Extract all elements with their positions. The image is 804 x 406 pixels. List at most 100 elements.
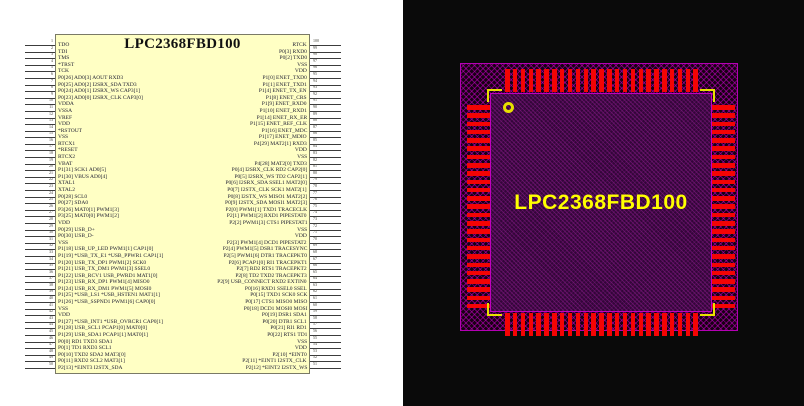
pin-number-right: 98 — [313, 51, 317, 57]
pin-label-right: P4[29] MAT2[1] RXD3 — [254, 140, 307, 147]
pin-wire-right — [310, 308, 341, 310]
pad-top — [614, 69, 620, 92]
pin-wire-right — [310, 302, 341, 304]
pin-wire-left — [25, 91, 55, 93]
pin-wire-right — [310, 203, 341, 205]
footprint-part-label: LPC2368FBD100 — [514, 191, 688, 214]
pin-number-left: 7 — [51, 78, 53, 83]
silkscreen-corner-bottom-left-h — [487, 314, 502, 316]
pin-number-right: 78 — [313, 183, 317, 189]
pin-number-left: 4 — [51, 58, 53, 63]
pin-label-right: P2[5] PWM1[6] DTR1 TRACEPKT0 — [223, 252, 307, 259]
pin-wire-left — [25, 302, 55, 304]
pin-number-left: 15 — [49, 130, 53, 136]
pin-wire-left — [25, 124, 55, 126]
pin-label-right: P2[7] RD2 RTS1 TRACEPKT2 — [236, 265, 307, 272]
pad-right — [712, 287, 735, 292]
pad-bottom — [567, 313, 573, 336]
pin-number-left: 50 — [49, 361, 53, 366]
pin-wire-left — [25, 288, 55, 290]
pin-label-left: *RESET — [58, 146, 78, 153]
pin-number-right: 62 — [313, 288, 317, 294]
pin-label-right: P2[4] PWM1[5] DSR1 TRACESYNC — [222, 245, 307, 252]
pin-number-left: 34 — [49, 256, 53, 261]
pin-number-left: 23 — [49, 183, 53, 189]
pin-number-left: 8 — [51, 84, 53, 90]
pin-number-left: 9 — [51, 91, 53, 96]
pad-right — [712, 279, 735, 284]
pin-wire-right — [310, 64, 341, 66]
pin-number-right: 63 — [313, 282, 317, 287]
pin-wire-left — [25, 308, 55, 310]
pad-left — [467, 221, 490, 226]
pad-right — [712, 196, 735, 201]
pin-number-left: 31 — [49, 236, 53, 241]
pin-wire-right — [310, 269, 341, 271]
pad-bottom — [630, 313, 636, 336]
pad-left — [467, 138, 490, 143]
pin-label-right: RTCK — [292, 41, 307, 48]
pad-right — [712, 237, 735, 243]
pin-number-right: 61 — [313, 295, 317, 301]
pad-top — [505, 69, 510, 92]
pin-label-left: XTAL1 — [58, 179, 75, 186]
pin-number-right: 66 — [313, 262, 317, 268]
pad-bottom — [512, 313, 518, 336]
pin-wire-right — [310, 328, 341, 330]
pad-top — [520, 69, 526, 92]
pin-label-left: P0[29] USB_D+ — [58, 226, 95, 233]
pad-right — [712, 129, 735, 135]
pin-number-left: 42 — [49, 308, 53, 314]
pin-wire-right — [310, 275, 341, 277]
pin-wire-right — [310, 84, 341, 86]
pin-number-left: 17 — [49, 143, 53, 149]
pin-wire-left — [25, 77, 55, 79]
pin-wire-left — [25, 368, 55, 369]
pad-right — [712, 105, 735, 110]
pin-number-right: 97 — [313, 58, 317, 63]
pin-number-left: 22 — [49, 176, 53, 182]
pin-number-right: 80 — [313, 170, 317, 175]
pin-wire-left — [25, 242, 55, 244]
pin-label-right: P1[16] ENET_MDC — [261, 127, 307, 134]
pin-number-left: 14 — [49, 124, 53, 129]
pad-right — [712, 270, 735, 276]
pin-number-right: 92 — [313, 91, 317, 96]
pad-bottom — [583, 313, 589, 336]
pin-wire-right — [310, 150, 341, 152]
pin-number-left: 19 — [49, 157, 53, 162]
pin-number-left: 3 — [51, 51, 53, 57]
pad-left — [467, 270, 490, 276]
pin-number-right: 82 — [313, 157, 317, 162]
pin-number-right: 69 — [313, 242, 317, 248]
pin-number-right: 53 — [313, 348, 317, 353]
pin-label-left: P1[18] USB_UP_LED PWM1[1] CAP1[0] — [58, 245, 154, 252]
pin-wire-left — [25, 209, 55, 211]
pin-label-left: VDD — [58, 311, 70, 318]
pin-wire-left — [25, 282, 55, 284]
pin-label-left: VSS — [58, 133, 69, 140]
pin-wire-right — [310, 361, 341, 363]
pin-label-left: RTCX1 — [58, 140, 76, 147]
pin-wire-right — [310, 242, 341, 244]
silkscreen-corner-top-right-v — [713, 89, 715, 102]
pad-left — [467, 295, 490, 301]
pin-number-left: 6 — [51, 71, 53, 76]
pin-number-right: 75 — [313, 203, 317, 208]
pin-number-left: 45 — [49, 328, 53, 334]
pin-label-right: VSS — [296, 153, 307, 160]
pin-wire-left — [25, 150, 55, 152]
pad-bottom — [536, 313, 541, 336]
pin-number-left: 10 — [49, 97, 53, 103]
pad-left — [467, 179, 490, 185]
pin-label-left: P1[30] VBUS AD0[4] — [58, 173, 108, 180]
pin-label-right: P0[17] CTS1 MISO0 MISO — [244, 298, 307, 305]
pin-label-left: P1[23] USB_RX_DP1 PWM1[4] MISO0 — [58, 278, 150, 285]
pad-right — [712, 121, 735, 127]
pin-label-right: VSS — [296, 61, 307, 68]
pad-bottom — [677, 313, 683, 336]
pin-wire-right — [310, 341, 341, 343]
pad-left — [467, 154, 490, 160]
schematic-part-title: LPC2368FBD100 — [124, 36, 241, 52]
